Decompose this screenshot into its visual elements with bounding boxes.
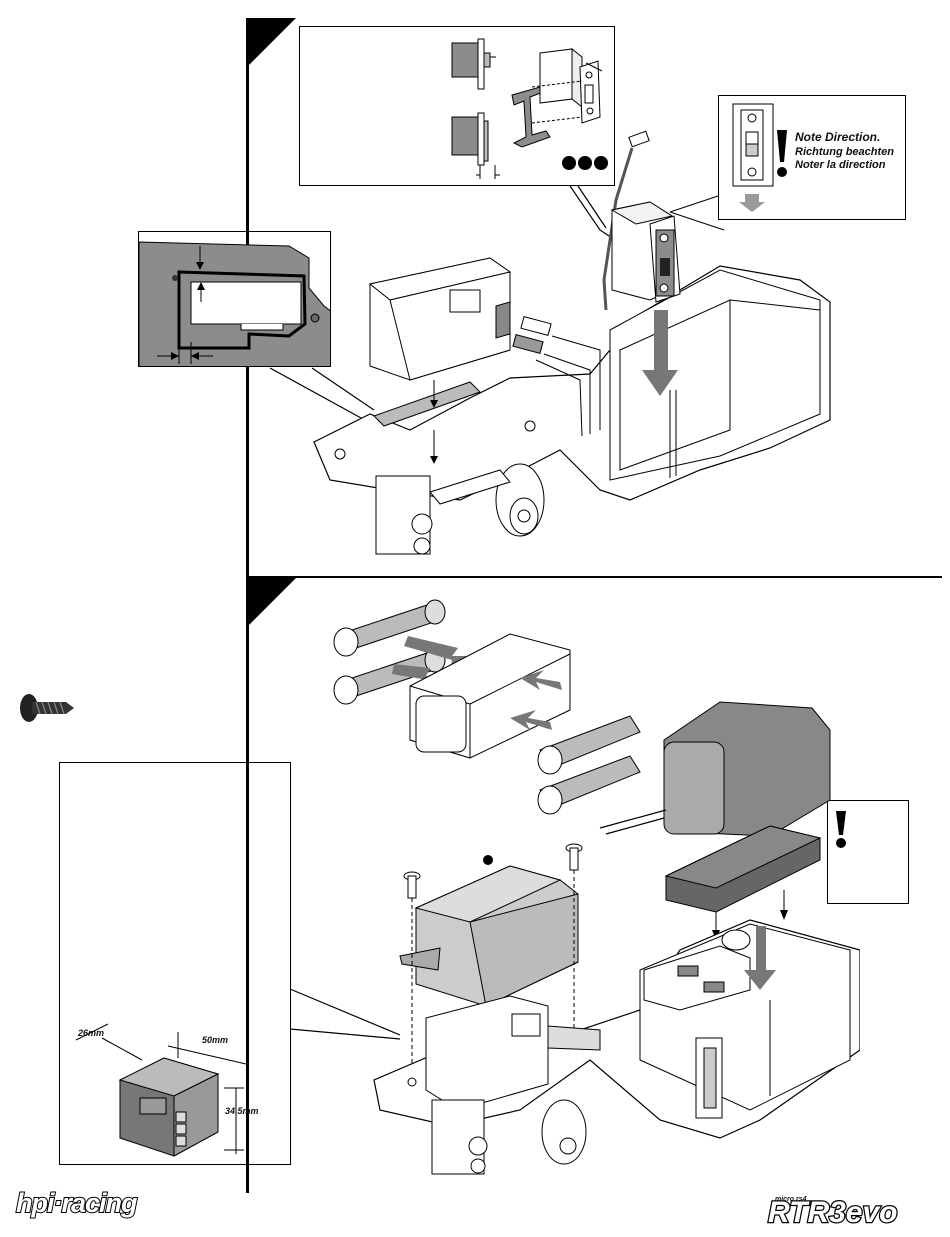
step2-assembly-illustration <box>300 590 860 1180</box>
hpi-racing-logo: hpi·racing <box>16 1188 137 1219</box>
receiver-height-label: 34.5mm <box>225 1106 259 1116</box>
screw-icon <box>18 690 76 726</box>
step1-corner-tab <box>248 18 300 70</box>
receiver-dimension-drawing <box>68 1018 278 1158</box>
receiver-dimensions-box: 26mm 50mm 34.5mm <box>59 762 291 1165</box>
receiver-length-label: 50mm <box>202 1035 228 1045</box>
step-divider-horizontal <box>246 576 942 578</box>
receiver-width-label: 26mm <box>78 1028 104 1038</box>
step2-corner-tab <box>248 578 300 630</box>
rtr3evo-logo: RTR3evo <box>768 1196 898 1230</box>
step1-chassis-illustration <box>300 130 840 570</box>
